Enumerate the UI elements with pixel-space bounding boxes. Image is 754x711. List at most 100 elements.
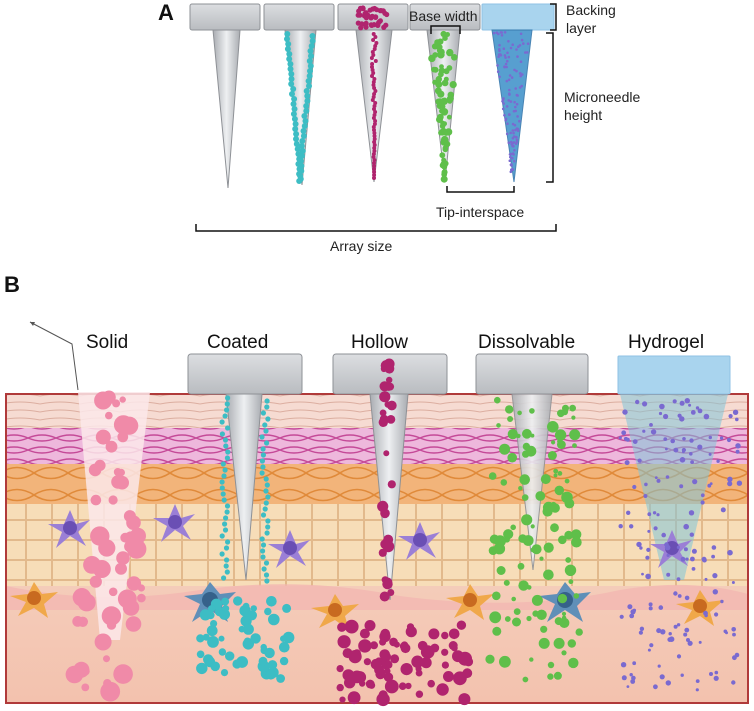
hollow-particle [349, 652, 361, 664]
hollow-particle [405, 666, 413, 674]
coated-particle [282, 603, 292, 613]
hydrogel-particle [653, 684, 658, 690]
solid-particle [119, 396, 126, 403]
coated-particle [221, 497, 227, 503]
hydrogel-particle [672, 399, 677, 404]
hydrogel-particle [682, 450, 685, 454]
hydrogel-particle [504, 62, 508, 66]
dissolvable-particle [553, 637, 565, 649]
hydrogel-needle-a [491, 29, 533, 183]
hollow-particle [384, 660, 393, 669]
hydrogel-particle [690, 410, 696, 415]
coated-particle [306, 58, 313, 64]
hydrogel-particle [668, 632, 672, 636]
hydrogel-particle [629, 613, 635, 619]
coated-particle [222, 521, 228, 527]
hollow-particle [380, 392, 388, 400]
dissolvable-particle [518, 486, 523, 491]
dissolvable-particle [547, 421, 559, 433]
hydrogel-particle [510, 168, 513, 171]
hydrogel-particle [511, 43, 514, 46]
coated-particle [290, 86, 297, 92]
hydrogel-particle [621, 675, 627, 681]
hollow-particle [344, 619, 359, 634]
coated-particle [219, 533, 225, 539]
dissolvable-particle [485, 654, 495, 664]
coated-particle [224, 503, 231, 509]
coated-particle [290, 111, 297, 117]
dissolvable-particle [539, 556, 544, 561]
coated-particle [290, 101, 297, 107]
dissolvable-particle [535, 491, 546, 501]
hollow-particle [458, 693, 471, 706]
dissolvable-particle [536, 609, 547, 620]
hydrogel-particle [635, 399, 640, 405]
hydrogel-particle [502, 47, 506, 50]
solid-particle [94, 633, 112, 651]
hydrogel-particle [507, 78, 511, 82]
coated-particle [250, 633, 261, 644]
coated-particle [260, 548, 266, 554]
dissolvable-particle [547, 673, 554, 680]
hydrogel-particle [515, 140, 519, 144]
coated-particle [219, 431, 225, 437]
hydrogel-particle [654, 476, 658, 479]
hydrogel-particle [728, 414, 733, 419]
coated-particle [222, 605, 230, 613]
dissolvable-particle [445, 32, 450, 37]
dissolvable-particle [517, 410, 522, 416]
hydrogel-particle [513, 149, 516, 152]
hydrogel-particle [683, 547, 688, 552]
hollow-particle [370, 74, 374, 78]
hydrogel-particle [519, 32, 523, 36]
hydrogel-particle [508, 88, 511, 92]
hydrogel-particle [665, 680, 671, 686]
hydrogel-particle [505, 79, 509, 83]
panel-b-label: B [4, 272, 20, 297]
hydrogel-particle [680, 673, 684, 677]
hollow-particle [372, 47, 377, 51]
solid-particle [108, 495, 118, 505]
coated-particle [294, 146, 301, 152]
coated-particle [225, 395, 231, 401]
hydrogel-particle [506, 59, 509, 63]
coated-particle [299, 138, 306, 144]
hydrogel-particle [514, 87, 517, 90]
hydrogel-particle [713, 675, 719, 681]
dissolvable-particle [440, 108, 449, 116]
solid-particle [101, 606, 122, 626]
hydrogel-particle [698, 640, 702, 644]
hydrogel-particle [503, 65, 506, 69]
hydrogel-particle [649, 643, 654, 648]
hydrogel-particle [649, 423, 653, 427]
hydrogel-particle [626, 685, 630, 688]
hydrogel-particle [665, 447, 668, 451]
hydrogel-particle [689, 532, 694, 537]
coated-particle [303, 88, 310, 94]
type-label-coated: Coated [207, 332, 268, 353]
hydrogel-particle [692, 479, 698, 485]
dissolvable-particle [447, 98, 453, 104]
hydrogel-particle [684, 627, 690, 633]
dissolvable-particle [557, 440, 566, 449]
hydrogel-particle [630, 609, 636, 615]
hydrogel-particle [501, 98, 505, 101]
coated-particle [222, 527, 229, 533]
dissolvable-particle [568, 579, 574, 585]
backing-layer-label-line1: Backing [566, 2, 616, 18]
hydrogel-particle [690, 460, 694, 464]
coated-particle [262, 422, 268, 428]
hollow-particle [417, 640, 428, 651]
coated-plate-b [187, 353, 303, 395]
coated-particle [259, 470, 265, 476]
hydrogel-particle [506, 122, 509, 125]
dissolvable-particle [519, 474, 530, 485]
hydrogel-particle [518, 119, 521, 123]
hydrogel-particle [658, 411, 663, 416]
hydrogel-particle [622, 409, 628, 415]
hydrogel-particle [515, 136, 518, 139]
hydrogel-particle [684, 398, 690, 404]
hydrogel-particle [656, 628, 662, 634]
hydrogel-particle [519, 60, 523, 63]
coated-particle [225, 449, 231, 455]
